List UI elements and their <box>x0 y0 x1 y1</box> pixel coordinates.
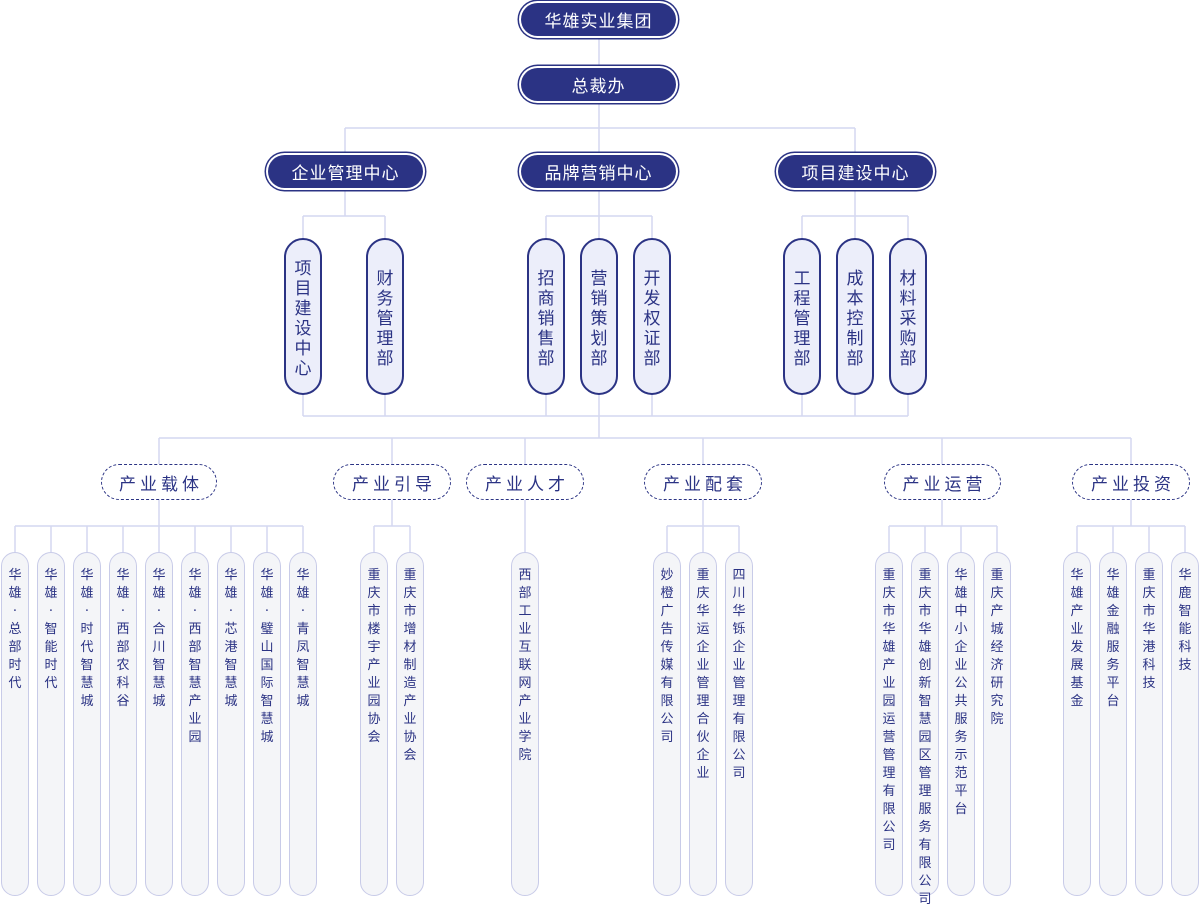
sector-label: 产业运营 <box>902 474 987 495</box>
sector-node-5[interactable]: 产业投资 <box>1072 464 1190 500</box>
dept-node-0-0[interactable]: 项目建设中心 <box>284 238 322 395</box>
office-node[interactable]: 总裁办 <box>521 68 676 101</box>
unit-label: 华雄金融服务平台 <box>1106 568 1120 709</box>
unit-label: 华雄·西部农科谷 <box>116 568 130 709</box>
unit-node[interactable]: 华雄·合川智慧城 <box>145 552 173 896</box>
unit-label: 重庆市增材制造产业协会 <box>403 568 417 763</box>
dept-label: 成本控制部 <box>846 268 864 369</box>
dept-label: 招商销售部 <box>537 268 555 369</box>
unit-node[interactable]: 重庆产城经济研究院 <box>983 552 1011 896</box>
center-label: 企业管理中心 <box>291 164 400 184</box>
unit-label: 华雄·西部智慧产业园 <box>188 568 202 745</box>
center-node-1[interactable]: 品牌营销中心 <box>521 155 676 188</box>
unit-label: 重庆市华雄创新智慧园区管理服务有限公司 <box>918 568 932 907</box>
center-label: 品牌营销中心 <box>544 164 653 184</box>
dept-node-2-2[interactable]: 材料采购部 <box>889 238 927 395</box>
unit-node[interactable]: 华雄中小企业公共服务示范平台 <box>947 552 975 896</box>
sector-label: 产业载体 <box>119 474 203 495</box>
unit-label: 华雄产业发展基金 <box>1070 568 1084 709</box>
unit-node[interactable]: 华雄·智能时代 <box>37 552 65 896</box>
office-label: 总裁办 <box>571 77 626 97</box>
unit-node[interactable]: 重庆市增材制造产业协会 <box>396 552 424 896</box>
unit-label: 重庆华运企业管理合伙企业 <box>696 568 710 781</box>
unit-node[interactable]: 华雄·芯港智慧城 <box>217 552 245 896</box>
unit-node[interactable]: 华雄·时代智慧城 <box>73 552 101 896</box>
unit-label: 重庆市华雄产业园运营管理有限公司 <box>882 568 896 853</box>
unit-label: 华雄中小企业公共服务示范平台 <box>954 568 968 817</box>
dept-node-1-2[interactable]: 开发权证部 <box>633 238 671 395</box>
unit-label: 重庆市华港科技 <box>1142 568 1156 691</box>
unit-node[interactable]: 四川华铄企业管理有限公司 <box>725 552 753 896</box>
unit-node[interactable]: 华雄·西部农科谷 <box>109 552 137 896</box>
dept-label: 财务管理部 <box>376 268 394 369</box>
unit-label: 华雄·青凤智慧城 <box>296 568 310 709</box>
dept-label: 开发权证部 <box>643 268 661 369</box>
sector-node-2[interactable]: 产业人才 <box>466 464 584 500</box>
unit-node[interactable]: 重庆市华雄创新智慧园区管理服务有限公司 <box>911 552 939 907</box>
sector-node-1[interactable]: 产业引导 <box>333 464 451 500</box>
unit-node[interactable]: 妙橙广告传媒有限公司 <box>653 552 681 896</box>
dept-label: 项目建设中心 <box>294 258 312 379</box>
unit-node[interactable]: 华雄·总部时代 <box>1 552 29 896</box>
unit-label: 华雄·合川智慧城 <box>152 568 166 709</box>
unit-node[interactable]: 重庆市楼宇产业园协会 <box>360 552 388 896</box>
dept-node-1-0[interactable]: 招商销售部 <box>527 238 565 395</box>
unit-label: 华鹿智能科技 <box>1178 568 1192 673</box>
unit-node[interactable]: 华雄·璧山国际智慧城 <box>253 552 281 896</box>
unit-label: 华雄·时代智慧城 <box>80 568 94 709</box>
dept-label: 材料采购部 <box>899 268 917 369</box>
dept-node-0-1[interactable]: 财务管理部 <box>366 238 404 395</box>
unit-node[interactable]: 华雄产业发展基金 <box>1063 552 1091 896</box>
unit-node[interactable]: 重庆市华港科技 <box>1135 552 1163 896</box>
unit-label: 重庆产城经济研究院 <box>990 568 1004 727</box>
dept-node-1-1[interactable]: 营销策划部 <box>580 238 618 395</box>
unit-node[interactable]: 华鹿智能科技 <box>1171 552 1199 896</box>
root-label: 华雄实业集团 <box>544 12 653 32</box>
dept-node-2-0[interactable]: 工程管理部 <box>783 238 821 395</box>
unit-node[interactable]: 华雄·青凤智慧城 <box>289 552 317 896</box>
unit-label: 四川华铄企业管理有限公司 <box>732 568 746 781</box>
center-node-2[interactable]: 项目建设中心 <box>778 155 933 188</box>
unit-label: 华雄·芯港智慧城 <box>224 568 238 709</box>
unit-label: 重庆市楼宇产业园协会 <box>367 568 381 745</box>
unit-label: 西部工业互联网产业学院 <box>518 568 532 763</box>
dept-label: 营销策划部 <box>590 268 608 369</box>
sector-node-3[interactable]: 产业配套 <box>644 464 762 500</box>
unit-label: 华雄·智能时代 <box>44 568 58 691</box>
dept-node-2-1[interactable]: 成本控制部 <box>836 238 874 395</box>
root-node[interactable]: 华雄实业集团 <box>521 3 676 36</box>
unit-node[interactable]: 重庆华运企业管理合伙企业 <box>689 552 717 896</box>
sector-node-0[interactable]: 产业载体 <box>101 464 217 500</box>
center-label: 项目建设中心 <box>801 164 910 184</box>
unit-node[interactable]: 华雄·西部智慧产业园 <box>181 552 209 896</box>
sector-label: 产业引导 <box>352 474 436 495</box>
unit-node[interactable]: 重庆市华雄产业园运营管理有限公司 <box>875 552 903 896</box>
sector-label: 产业人才 <box>485 474 569 495</box>
unit-node[interactable]: 华雄金融服务平台 <box>1099 552 1127 896</box>
sector-label: 产业配套 <box>663 474 747 495</box>
dept-label: 工程管理部 <box>793 268 811 369</box>
unit-node[interactable]: 西部工业互联网产业学院 <box>511 552 539 896</box>
sector-label: 产业投资 <box>1091 474 1175 495</box>
center-node-0[interactable]: 企业管理中心 <box>268 155 423 188</box>
unit-label: 华雄·璧山国际智慧城 <box>260 568 274 745</box>
unit-label: 妙橙广告传媒有限公司 <box>660 568 674 745</box>
unit-label: 华雄·总部时代 <box>8 568 22 691</box>
sector-node-4[interactable]: 产业运营 <box>884 464 1001 500</box>
